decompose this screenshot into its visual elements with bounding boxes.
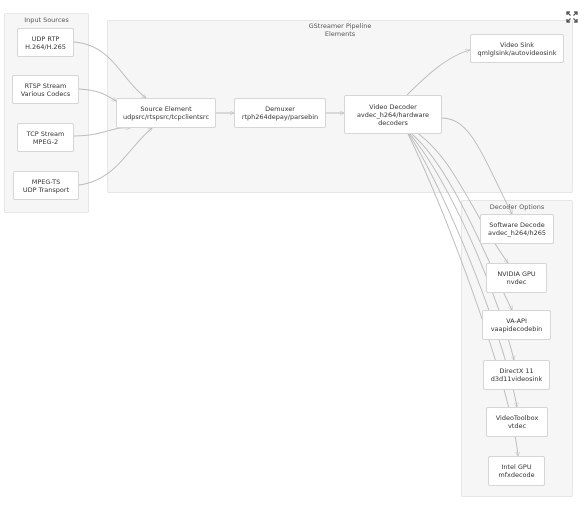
node-source-element-title: Source Element [140, 105, 192, 113]
node-source-element[interactable]: Source Element udpsrc/rtspsrc/tcpclients… [116, 98, 216, 128]
node-software-decode-subtitle: avdec_h264/h265 [487, 229, 547, 237]
node-intel-gpu-title: Intel GPU [501, 463, 532, 471]
node-software-decode[interactable]: Software Decode avdec_h264/h265 [480, 214, 554, 244]
node-video-decoder-line-2: avdec_h264/hardware [356, 110, 430, 119]
edge-decoder-to-nvidia [415, 131, 508, 263]
node-demuxer-title: Demuxer [265, 105, 295, 113]
node-videotoolbox[interactable]: VideoToolbox vtdec [486, 407, 548, 437]
node-software-decode-title: Software Decode [489, 221, 545, 229]
cluster-label-line-2: Elements [324, 30, 356, 38]
node-demuxer[interactable]: Demuxer rtph264depay/parsebin [234, 98, 326, 128]
node-tcp-stream-subtitle: MPEG-2 [32, 137, 59, 146]
cluster-label-line-1: GStreamer Pipeline [308, 22, 372, 30]
node-udp-rtp[interactable]: UDP RTP H.264/H.265 [17, 28, 74, 57]
edge-udp-to-source [73, 41, 146, 98]
node-video-decoder[interactable]: Video Decoder avdec_h264/hardware decode… [344, 95, 442, 134]
cluster-label-decoder-options: Decoder Options [489, 203, 545, 211]
node-nvidia-gpu-title: NVIDIA GPU [497, 270, 536, 278]
edge-mpegts-to-source [78, 128, 152, 186]
edge-tcp-to-source [73, 128, 130, 137]
node-source-element-subtitle: udpsrc/rtspsrc/tcpclientsrc [122, 113, 210, 121]
node-directx-title: DirectX 11 [499, 367, 534, 375]
node-directx-subtitle: d3d11videosink [490, 375, 543, 383]
node-rtsp-stream[interactable]: RTSP Stream Various Codecs [12, 75, 79, 104]
node-tcp-stream-title: TCP Stream [26, 129, 65, 138]
node-video-decoder-title: Video Decoder [369, 102, 417, 111]
node-videotoolbox-subtitle: vtdec [507, 422, 527, 430]
node-va-api-subtitle: vaapidecodebin [490, 325, 543, 333]
cluster-label-input-sources: Input Sources [24, 16, 69, 24]
node-mpeg-ts-title: MPEG-TS [31, 177, 61, 186]
node-rtsp-stream-title: RTSP Stream [24, 81, 67, 90]
node-demuxer-subtitle: rtph264depay/parsebin [241, 113, 319, 121]
fullscreen-expand-icon[interactable] [566, 8, 578, 23]
node-video-sink-subtitle: qmlglsink/autovideosink [477, 48, 557, 57]
node-video-decoder-line-3: decoders [378, 118, 408, 127]
node-video-sink[interactable]: Video Sink qmlglsink/autovideosink [470, 34, 564, 63]
node-nvidia-gpu-subtitle: nvdec [506, 278, 527, 286]
node-videotoolbox-title: VideoToolbox [495, 414, 539, 422]
edge-decoder-to-sink [406, 50, 470, 96]
node-directx[interactable]: DirectX 11 d3d11videosink [483, 360, 550, 390]
node-va-api-title: VA-API [506, 317, 527, 325]
node-intel-gpu[interactable]: Intel GPU mfxdecode [488, 456, 545, 486]
node-intel-gpu-subtitle: mfxdecode [498, 471, 535, 479]
node-udp-rtp-subtitle: H.264/H.265 [25, 42, 66, 51]
node-mpeg-ts-subtitle: UDP Transport [22, 185, 70, 194]
node-mpeg-ts[interactable]: MPEG-TS UDP Transport [13, 171, 79, 200]
node-rtsp-stream-subtitle: Various Codecs [20, 89, 71, 98]
node-nvidia-gpu[interactable]: NVIDIA GPU nvdec [486, 263, 547, 293]
edge-rtsp-to-source [78, 88, 116, 101]
node-udp-rtp-title: UDP RTP [31, 34, 60, 43]
node-va-api[interactable]: VA-API vaapidecodebin [482, 310, 551, 340]
edge-decoder-to-software [440, 117, 512, 214]
node-tcp-stream[interactable]: TCP Stream MPEG-2 [17, 123, 74, 152]
cluster-label-pipeline: GStreamer Pipeline Elements [108, 22, 572, 38]
node-video-sink-title: Video Sink [499, 40, 535, 49]
